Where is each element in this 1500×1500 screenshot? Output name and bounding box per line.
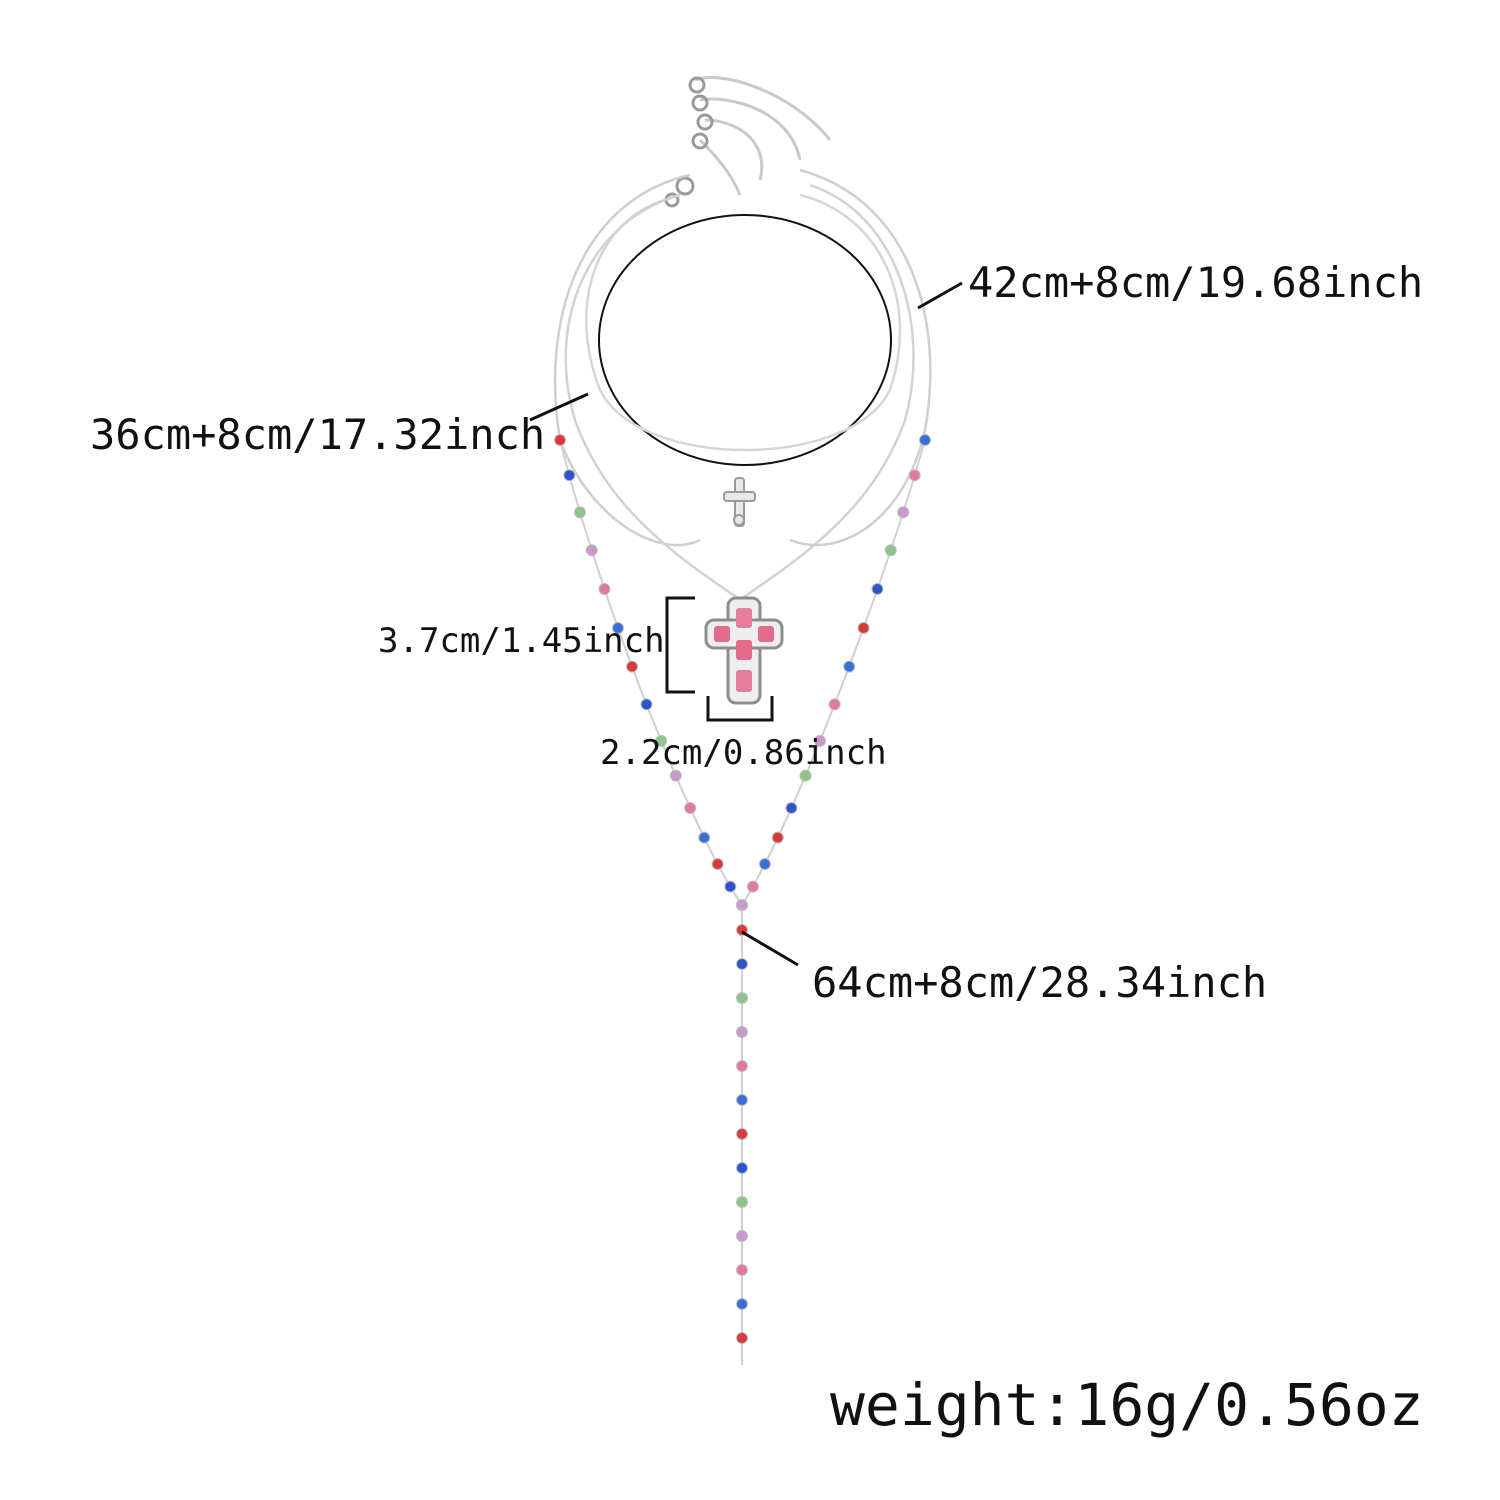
length-42cm-label: 42cm+8cm/19.68inch (968, 258, 1424, 307)
bead (884, 544, 897, 557)
bead (626, 660, 639, 673)
length-64cm-label: 64cm+8cm/28.34inch (812, 958, 1268, 1007)
bead (640, 698, 653, 711)
bead (736, 1094, 748, 1106)
bead (554, 434, 566, 446)
bead (736, 1060, 748, 1072)
bead (758, 858, 771, 871)
bead (736, 992, 748, 1004)
bead (897, 506, 910, 519)
bead (828, 698, 841, 711)
bead (611, 621, 624, 634)
bead (736, 1230, 748, 1242)
bead (669, 769, 682, 782)
bead (919, 434, 931, 446)
neck-outline (598, 214, 892, 466)
bead (655, 734, 668, 747)
bead (684, 802, 697, 815)
bead (746, 880, 759, 893)
bead (843, 660, 856, 673)
bead (598, 583, 611, 596)
pendant-height-bracket (665, 596, 695, 694)
chain-36cm (564, 183, 915, 602)
pendant-width-bracket (706, 696, 774, 722)
bead (563, 469, 576, 482)
bead (736, 1298, 748, 1310)
pendant-height-label: 3.7cm/1.45inch (378, 621, 665, 661)
bead (908, 469, 921, 482)
small-cross-pendant (723, 477, 756, 527)
bead (736, 1196, 748, 1208)
bead (785, 802, 798, 815)
bead (736, 1026, 748, 1038)
bead-group (554, 434, 931, 1344)
bead (736, 1264, 748, 1276)
bead (857, 621, 870, 634)
bead (736, 899, 748, 911)
bead (736, 1162, 748, 1174)
bead (736, 1128, 748, 1140)
bead (711, 858, 724, 871)
leader-lines (529, 281, 963, 967)
bead (585, 544, 598, 557)
bead (799, 769, 812, 782)
bead (871, 583, 884, 596)
extender-chains (694, 76, 832, 196)
bead (736, 1332, 748, 1344)
bead (698, 831, 711, 844)
bead (736, 958, 748, 970)
bead (771, 831, 784, 844)
weight-label: weight:16g/0.56oz (830, 1371, 1424, 1439)
length-36cm-label: 36cm+8cm/17.32inch (90, 410, 546, 459)
bead (814, 734, 827, 747)
pendant-width-label: 2.2cm/0.86inch (600, 733, 887, 773)
bead (724, 880, 737, 893)
chain-42cm (553, 168, 932, 547)
bead (573, 506, 586, 519)
clasp-group (664, 76, 714, 208)
large-cross-pendant (704, 596, 784, 705)
choker-chain (585, 193, 902, 452)
